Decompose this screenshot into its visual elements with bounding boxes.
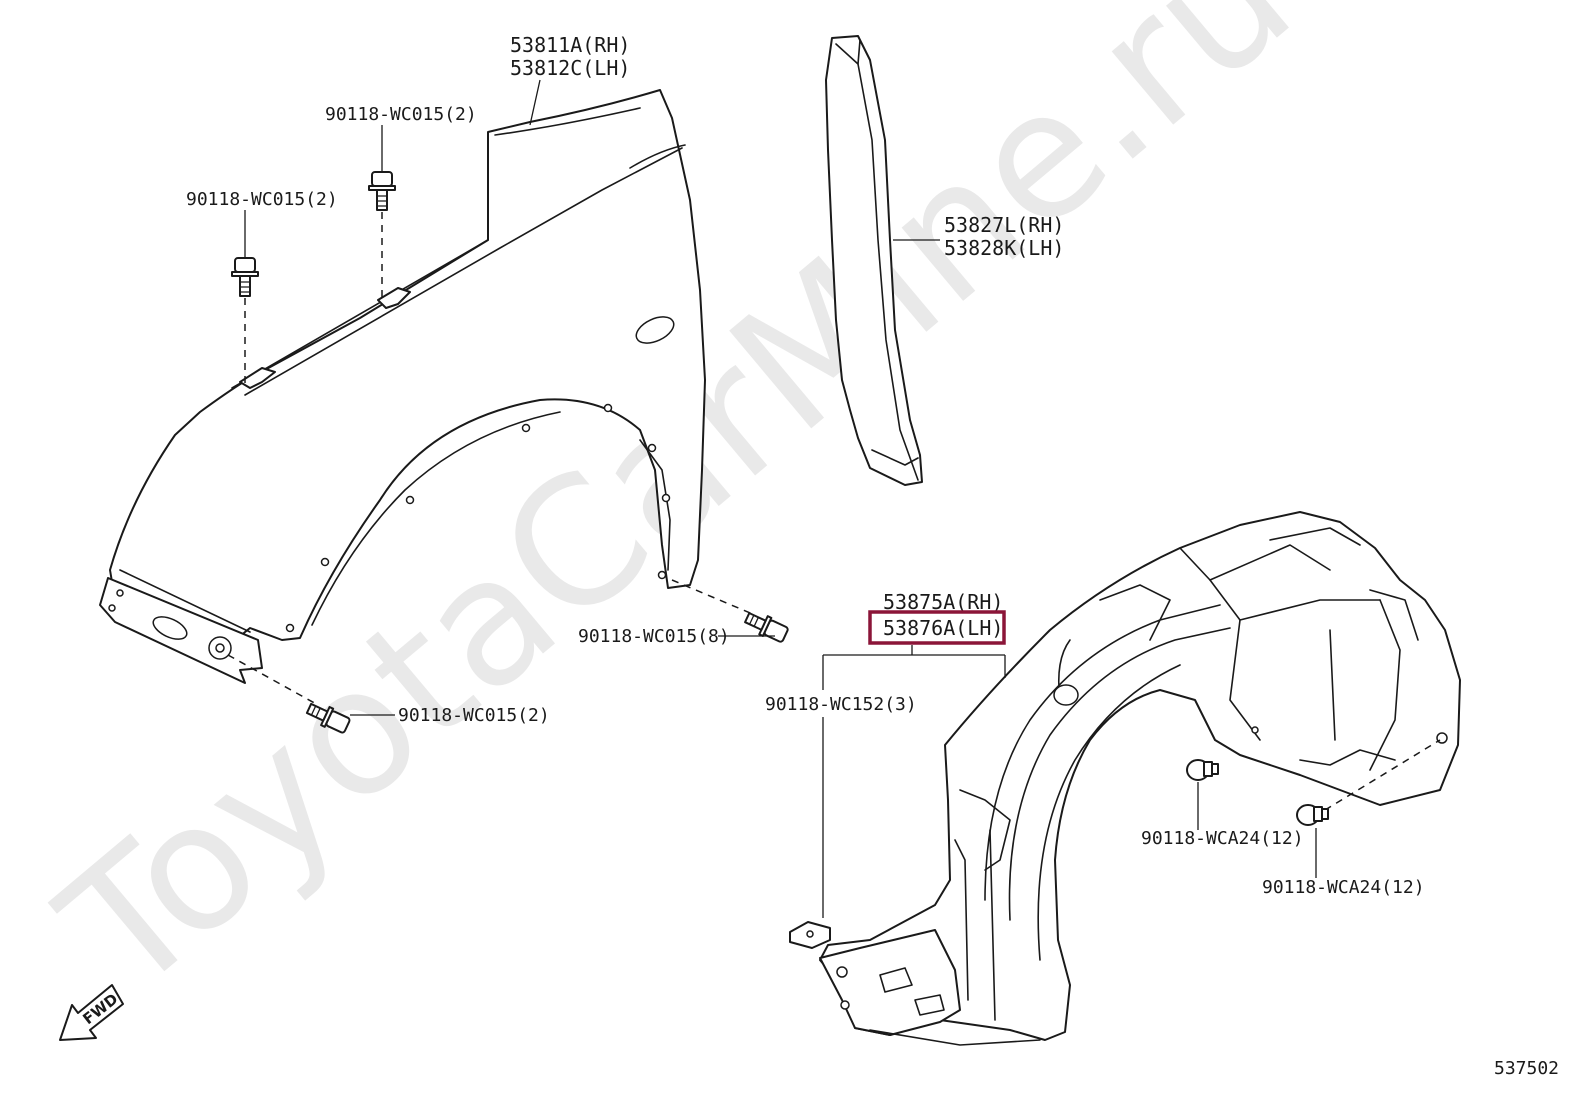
liner-lh-label: 53876A(LH) [883, 616, 1003, 640]
fender-label: 53811A(RH) 53812C(LH) [510, 33, 630, 126]
clip-icon [1296, 804, 1329, 826]
bolt-bottom-label: 90118-WC015(2) [398, 705, 550, 726]
fender-lh-label: 53812C(LH) [510, 56, 630, 80]
clip-a-label: 90118-WCA24(12) [1141, 828, 1304, 849]
bolt-icon [368, 171, 396, 211]
liner-rh-label: 53875A(RH) [883, 590, 1003, 614]
fender-seal: 53827L(RH) 53828K(LH) [825, 35, 1064, 486]
nut-clip-icon [789, 921, 831, 949]
clip-b: 90118-WCA24(12) [1262, 739, 1441, 898]
bolt-top-left: 90118-WC015(2) [186, 189, 338, 384]
highlight-box [868, 610, 1006, 645]
liner-label: 53875A(RH) 53876A(LH) 90118-WC152(3) [765, 590, 1006, 949]
bolt-top-left-label: 90118-WC015(2) [186, 189, 338, 210]
fwd-arrow: FWD [59, 984, 124, 1041]
bolt-mid: 90118-WC015(8) [578, 579, 789, 647]
seal-lh-label: 53828K(LH) [944, 236, 1064, 260]
bolt-icon [231, 257, 259, 297]
bolt-mid-label: 90118-WC015(8) [578, 626, 730, 647]
clip-a: 90118-WCA24(12) [1141, 759, 1304, 849]
diagram-number: 537502 [1494, 1058, 1559, 1079]
nut-clip-label: 90118-WC152(3) [765, 694, 917, 715]
bolt-bottom: 90118-WC015(2) [227, 654, 550, 734]
bolt-top-upper-label: 90118-WC015(2) [325, 104, 477, 125]
bolt-top-upper: 90118-WC015(2) [325, 104, 477, 298]
front-fender [99, 89, 706, 684]
fender-rh-label: 53811A(RH) [510, 33, 630, 57]
fender-liner [819, 511, 1461, 1046]
clip-b-label: 90118-WCA24(12) [1262, 877, 1425, 898]
clip-icon [1186, 759, 1219, 781]
bolt-icon [744, 612, 789, 643]
seal-rh-label: 53827L(RH) [944, 213, 1064, 237]
bolt-icon [305, 702, 351, 734]
